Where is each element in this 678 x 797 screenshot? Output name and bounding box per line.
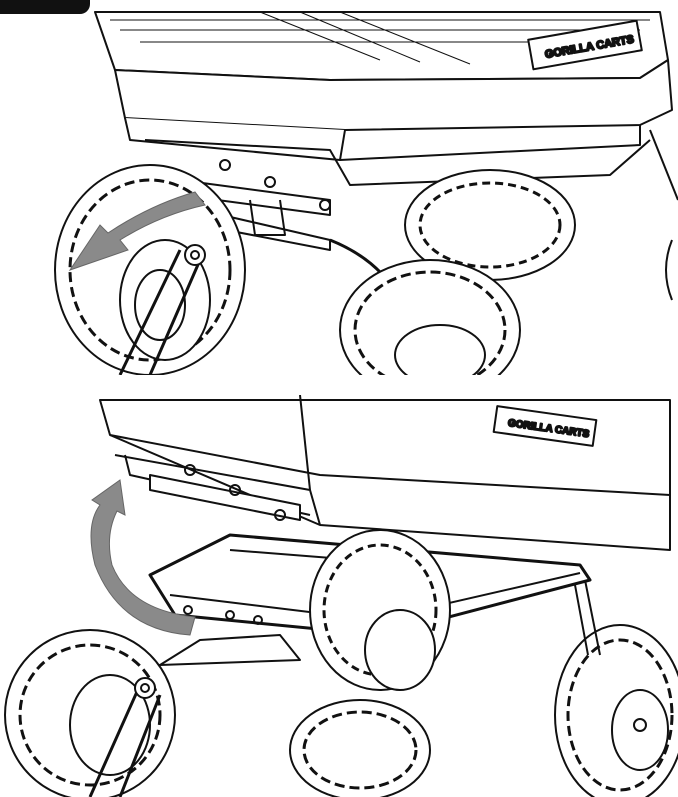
illustration-panel-top: GORILLA CARTS (0, 0, 678, 375)
curved-arrow-up-icon (90, 479, 196, 636)
rear-wheel (309, 529, 451, 691)
front-right-wheel (554, 624, 678, 797)
curved-arrow-left-icon (68, 191, 206, 271)
cart-dump-release-drawing: GORILLA CARTS (54, 11, 678, 375)
pull-handle (118, 249, 202, 375)
rear-wheel (404, 169, 576, 281)
front-right-wheel (339, 259, 521, 375)
illustration-panel-bottom: GORILLA CARTS (0, 395, 678, 797)
step-tab-marker (0, 0, 90, 14)
front-left-wheel (4, 629, 176, 797)
front-center-wheel (289, 699, 431, 797)
pull-handle (88, 684, 162, 797)
cart-dump-tilt-drawing: GORILLA CARTS (4, 395, 678, 797)
latch-bar (149, 474, 301, 521)
front-left-wheel (54, 164, 246, 375)
